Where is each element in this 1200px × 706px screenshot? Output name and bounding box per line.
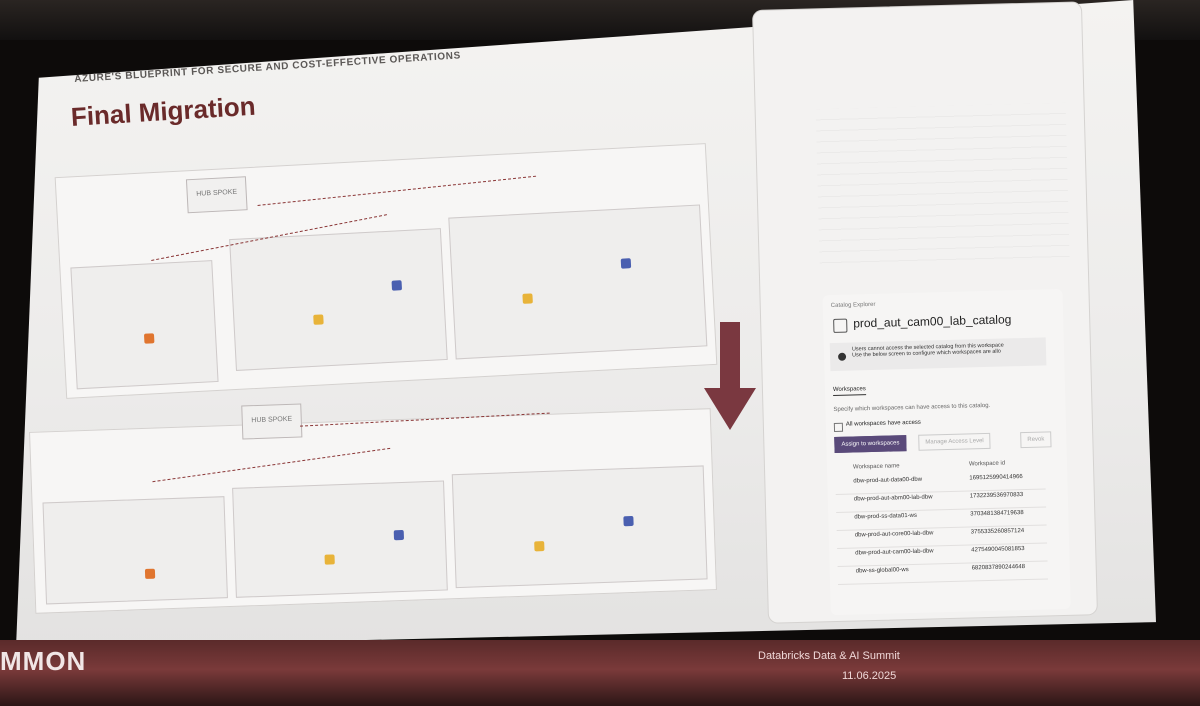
storage-icon [324,554,335,565]
revoke-button[interactable]: Revok [1020,431,1052,449]
workspace-id: 6820837890244648 [971,564,1026,572]
down-arrow-head-icon [704,388,756,430]
workspace-name: dbw-prod-ss-data01-ws [854,512,918,521]
workspace-id: 3703481384719638 [970,510,1024,518]
assign-to-workspaces-button[interactable]: Assign to workspaces [834,435,907,453]
spoke-box [451,465,708,589]
spoke-box [229,228,448,371]
manage-access-level-button[interactable]: Manage Access Level [918,432,991,451]
connection-line [257,175,537,206]
workspace-id: 4275490045081853 [971,546,1025,554]
azure-portal-panel: Catalog Explorer prod_aut_cam00_lab_cata… [752,1,1098,624]
event-name: Databricks Data & AI Summit [758,650,900,662]
storage-icon [522,293,533,304]
tab-workspaces[interactable]: Workspaces [832,386,867,397]
catalog-icon [833,318,848,333]
spoke-box [42,496,228,605]
workspace-name: dbw-prod-aut-cam00-lab-dbw [855,548,934,557]
column-header-workspace-name: Workspace name [852,463,900,471]
workspace-name: dbw-ss-global00-ws [855,567,909,575]
connection-line [152,447,391,483]
down-arrow-icon [720,322,740,392]
all-workspaces-checkbox[interactable] [833,422,844,432]
workspace-name: dbw-prod-aut-data00-dbw [853,476,923,485]
workspace-id: 1695125990414966 [969,474,1023,482]
workspace-name: dbw-prod-aut-core00-lab-dbw [854,530,934,539]
spoke-box [70,260,219,390]
storage-icon [534,541,545,552]
spoke-box [448,204,708,360]
row-divider [838,578,1049,585]
storage-icon [143,333,155,344]
storage-icon [313,314,324,325]
compute-icon [393,529,405,541]
hub-spoke-box: HUB SPOKE [185,176,248,214]
table-row[interactable]: dbw-ss-global00-ws 6820837890244648 [838,563,1049,585]
compute-icon [620,258,632,269]
storage-icon [144,568,156,579]
catalog-explorer: Catalog Explorer prod_aut_cam00_lab_cata… [822,288,1071,616]
architecture-diagram-before: HUB SPOKE [54,143,718,399]
hub-spoke-box: HUB SPOKE [241,403,303,440]
compute-icon [623,515,634,527]
catalog-explorer-label: Catalog Explorer [830,301,876,310]
footer-band [0,640,1200,706]
compute-icon [391,280,403,291]
workspaces-hint: Specify which workspaces can have access… [833,402,991,414]
all-workspaces-label: All workspaces have access [845,419,921,428]
workspace-id: 3755335260857124 [970,528,1025,536]
architecture-diagram-after: HUB SPOKE [29,403,717,614]
workspace-name: dbw-prod-aut-abm00-lab-dbw [853,494,933,503]
info-icon [838,352,847,361]
brand-logo-text: MMON [0,646,87,676]
catalog-name: prod_aut_cam00_lab_catalog [853,312,1012,331]
access-warning-banner: Users cannot access the selected catalog… [829,337,1047,372]
workspace-id: 1732239536970833 [969,492,1024,500]
spoke-box [232,480,448,598]
column-header-workspace-id: Workspace id [968,460,1006,468]
event-date: 11.06.2025 [842,670,897,682]
inbound-security-rules-table [815,102,1070,270]
